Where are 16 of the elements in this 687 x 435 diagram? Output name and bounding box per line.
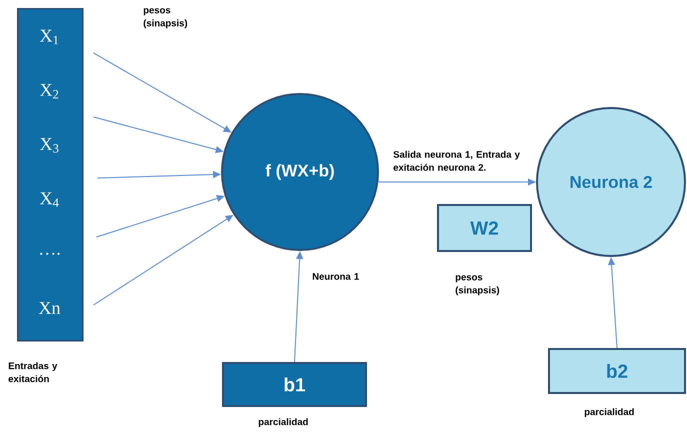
value-box: b2 <box>548 348 686 394</box>
weights-label: pesos (sinapsis) <box>144 8 188 28</box>
input-label: X$_{2}$ <box>40 84 58 98</box>
input-label: Xn <box>38 302 60 314</box>
node-label: pesos (sinapsis) <box>456 275 500 296</box>
input-label: X$_{1}$ <box>40 30 58 44</box>
node-label: parcialidad <box>258 418 308 428</box>
input-label: X$_{4}$ <box>40 192 59 207</box>
node-label: Neurona 1 <box>312 273 359 280</box>
input-label: …. <box>40 252 60 255</box>
node-label: Entradas y exitación <box>8 362 58 382</box>
node-label: parcialidad <box>584 408 634 418</box>
input-label: X$_{3}$ <box>40 138 58 153</box>
value-box: W2 <box>437 204 532 252</box>
value-box: b1 <box>222 362 367 407</box>
edge-label: Salida neurona 1, Entrada y exitación neurona 2. <box>393 150 520 171</box>
